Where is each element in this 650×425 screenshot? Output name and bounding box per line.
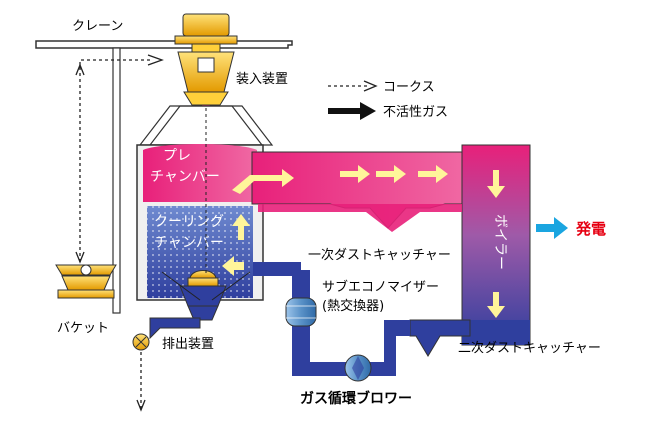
flue-duct bbox=[251, 151, 471, 229]
coke-discharge-route bbox=[136, 352, 146, 412]
sub-economizer bbox=[285, 297, 317, 327]
primary-dust-catcher bbox=[258, 204, 462, 232]
charging-device bbox=[174, 13, 238, 111]
primary-dust-catcher-label: 一次ダストキャッチャー bbox=[308, 247, 451, 263]
legend-coke-label: コークス bbox=[383, 80, 435, 95]
coke-route bbox=[75, 54, 164, 264]
boiler: ボイラー bbox=[461, 144, 531, 346]
cooling-chamber-label-1: クーリング bbox=[154, 214, 224, 230]
legend-inert-gas-arrow bbox=[328, 102, 376, 120]
gas-blower-label: ガス循環ブロワー bbox=[300, 390, 412, 407]
pre-chamber: プレ チャンバー bbox=[143, 144, 257, 202]
pre-chamber-label-2: チャンバー bbox=[150, 169, 220, 185]
boiler-label: ボイラー bbox=[492, 214, 508, 270]
legend-inert-gas-label: 不活性ガス bbox=[383, 105, 448, 120]
cooling-chamber-label-2: チャンバー bbox=[154, 235, 224, 251]
discharge-device bbox=[132, 270, 227, 351]
pre-chamber-label-1: プレ bbox=[163, 148, 191, 164]
power-generation-arrow bbox=[536, 217, 568, 239]
legend: コークス 不活性ガス bbox=[328, 80, 448, 120]
gas-flow-arrows bbox=[222, 165, 505, 318]
bucket-label: バケット bbox=[57, 321, 109, 336]
coke-inner-route bbox=[161, 108, 251, 301]
crane-label: クレーン bbox=[72, 19, 123, 34]
sub-economizer-label-1: サブエコノマイザー bbox=[322, 279, 439, 295]
sub-economizer-label-2: (熱交換器) bbox=[322, 298, 384, 314]
secondary-dust-catcher-label: 二次ダストキャッチャー bbox=[458, 340, 601, 356]
bucket bbox=[55, 264, 117, 299]
charging-device-label: 装入装置 bbox=[236, 72, 288, 87]
power-generation-label: 発電 bbox=[575, 220, 606, 238]
gas-circulation-blower bbox=[344, 354, 372, 382]
discharge-device-label: 排出装置 bbox=[162, 337, 214, 352]
